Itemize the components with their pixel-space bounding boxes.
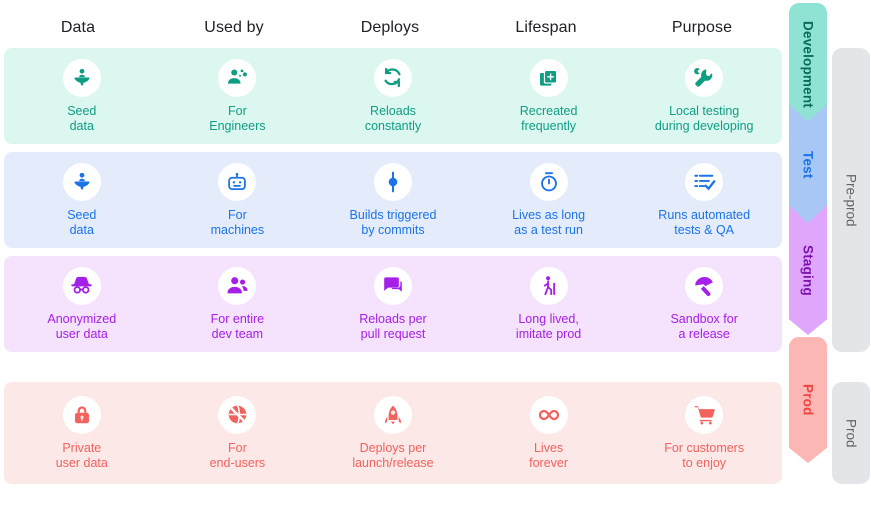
checklist-icon — [685, 162, 724, 201]
column-header-lifespan: Lifespan — [515, 19, 577, 36]
duplicate-add-icon — [529, 58, 568, 97]
stage-arrow-label: Prod — [800, 384, 816, 416]
cell-caption: Long lived, imitate prod — [515, 311, 582, 341]
people-icon — [218, 266, 257, 305]
cell-caption: Runs automated tests & QA — [658, 207, 751, 237]
group-pre-prod[interactable]: Pre-prod — [832, 48, 870, 352]
cell-prod-lifespan: Lives forever — [471, 382, 627, 484]
stage-arrow-label: Staging — [800, 244, 816, 296]
cell-caption: Lives forever — [529, 440, 569, 470]
cell-prod-used-by: For end-users — [160, 382, 316, 484]
seedling-icon — [62, 162, 101, 201]
incognito-icon — [62, 266, 101, 305]
cell-caption: Reloads per pull request — [359, 311, 427, 341]
cell-staging-deploys: Reloads per pull request — [315, 256, 471, 352]
chat-icon — [373, 266, 412, 305]
cart-icon — [685, 395, 724, 434]
cell-caption: For entire dev team — [210, 311, 265, 341]
cell-test-deploys: Builds triggered by commits — [315, 152, 471, 248]
cell-caption: Deploys per launch/release — [352, 440, 434, 470]
cell-development-data: Seed data — [4, 48, 160, 144]
rocket-icon — [373, 395, 412, 434]
stage-arrow-staging[interactable]: Staging — [789, 205, 827, 335]
cell-caption: Private user data — [55, 440, 108, 470]
cell-caption: Reloads constantly — [364, 103, 422, 133]
cell-staging-purpose: Sandbox for a release — [626, 256, 782, 352]
column-header-deploys: Deploys — [360, 19, 420, 36]
cell-development-purpose: Local testing during developing — [626, 48, 782, 144]
refresh-icon — [373, 58, 412, 97]
cell-staging-data: Anonymized user data — [4, 256, 160, 352]
elderly-icon — [529, 266, 568, 305]
cell-test-used-by: For machines — [160, 152, 316, 248]
group-prod[interactable]: Prod — [832, 382, 870, 484]
commit-icon — [373, 162, 412, 201]
cell-staging-used-by: For entire dev team — [160, 256, 316, 352]
cell-test-purpose: Runs automated tests & QA — [626, 152, 782, 248]
robot-icon — [218, 162, 257, 201]
column-header-purpose: Purpose — [671, 19, 733, 36]
column-header-data: Data — [60, 19, 96, 36]
cell-caption: For end-users — [209, 440, 266, 470]
cell-development-used-by: For Engineers — [160, 48, 316, 144]
cell-prod-data: Private user data — [4, 382, 160, 484]
stage-arrow-test[interactable]: Test — [789, 104, 827, 226]
cell-development-deploys: Reloads constantly — [315, 48, 471, 144]
row-prod: Private user data For end-users — [4, 382, 782, 484]
column-header-used-by: Used by — [204, 19, 264, 36]
lock-icon — [62, 395, 101, 434]
stage-arrow-development[interactable]: Development — [789, 3, 827, 125]
row-test: Seed data For machines — [4, 152, 782, 248]
stage-arrow-prod[interactable]: Prod — [789, 337, 827, 463]
cell-caption: Local testing during developing — [654, 103, 754, 133]
engineer-icon — [218, 58, 257, 97]
cell-prod-deploys: Deploys per launch/release — [315, 382, 471, 484]
wrench-icon — [685, 58, 724, 97]
stage-arrow-label: Test — [800, 151, 816, 179]
cell-test-data: Seed data — [4, 152, 160, 248]
cell-development-lifespan: Recreated frequently — [471, 48, 627, 144]
cell-caption: Seed data — [67, 103, 97, 133]
row-development: Seed data For Engineers — [4, 48, 782, 144]
umbrella-icon — [685, 266, 724, 305]
cell-staging-lifespan: Long lived, imitate prod — [471, 256, 627, 352]
seedling-icon — [62, 58, 101, 97]
cell-caption: Sandbox for a release — [670, 311, 738, 341]
cell-caption: Recreated frequently — [519, 103, 578, 133]
globe-block-icon — [218, 395, 257, 434]
cell-caption: For customers to enjoy — [664, 440, 745, 470]
stopwatch-icon — [529, 162, 568, 201]
cell-prod-purpose: For customers to enjoy — [626, 382, 782, 484]
cell-test-lifespan: Lives as long as a test run — [471, 152, 627, 248]
cell-caption: For machines — [210, 207, 265, 237]
cell-caption: Anonymized user data — [47, 311, 117, 341]
row-staging: Anonymized user data For entire dev team — [4, 256, 782, 352]
infinity-icon — [529, 395, 568, 434]
group-label: Prod — [843, 418, 859, 448]
stage-arrow-label: Development — [800, 20, 816, 108]
cell-caption: For Engineers — [209, 103, 266, 133]
cell-caption: Builds triggered by commits — [349, 207, 437, 237]
cell-caption: Lives as long as a test run — [512, 207, 586, 237]
column-headers: Data Used by Deploys Lifespan Purpose — [0, 12, 780, 44]
cell-caption: Seed data — [67, 207, 97, 237]
group-label: Pre-prod — [843, 173, 859, 227]
